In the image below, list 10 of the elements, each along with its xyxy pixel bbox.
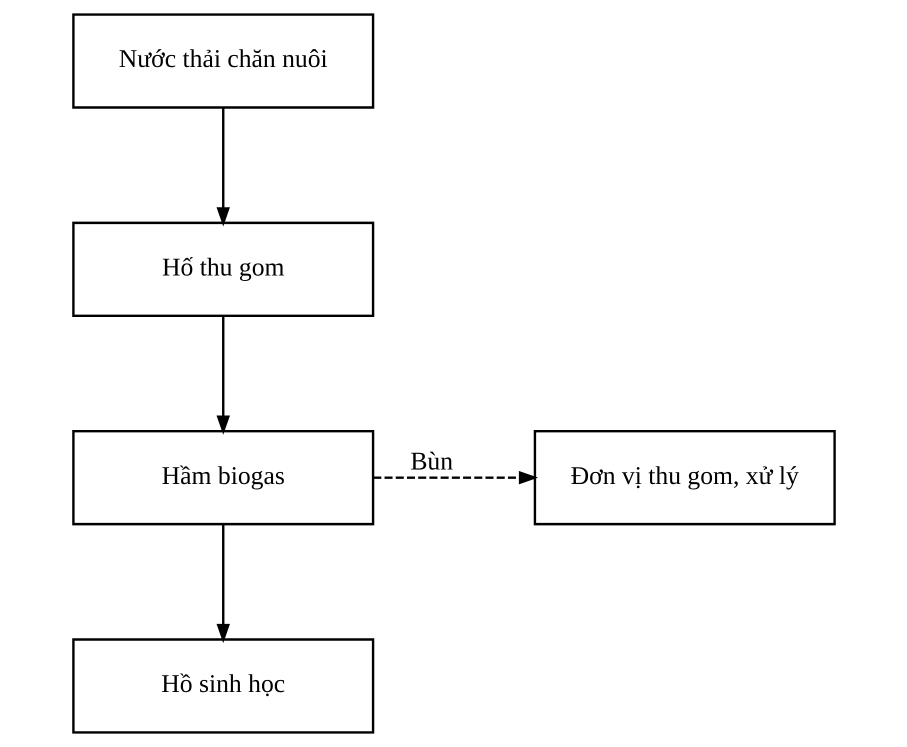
edge-label: Bùn (410, 446, 453, 476)
node-box: Nước thải chăn nuôi (72, 13, 374, 109)
arrow (216, 108, 230, 226)
arrow (216, 524, 230, 644)
node-box: Hố thu gom (72, 222, 374, 318)
arrow (216, 316, 230, 435)
arrow (372, 470, 538, 484)
node-box: Hồ sinh học (72, 638, 374, 734)
node-box: Đơn vị thu gom, xử lý (533, 430, 836, 526)
node-box: Hầm biogas (72, 430, 374, 526)
